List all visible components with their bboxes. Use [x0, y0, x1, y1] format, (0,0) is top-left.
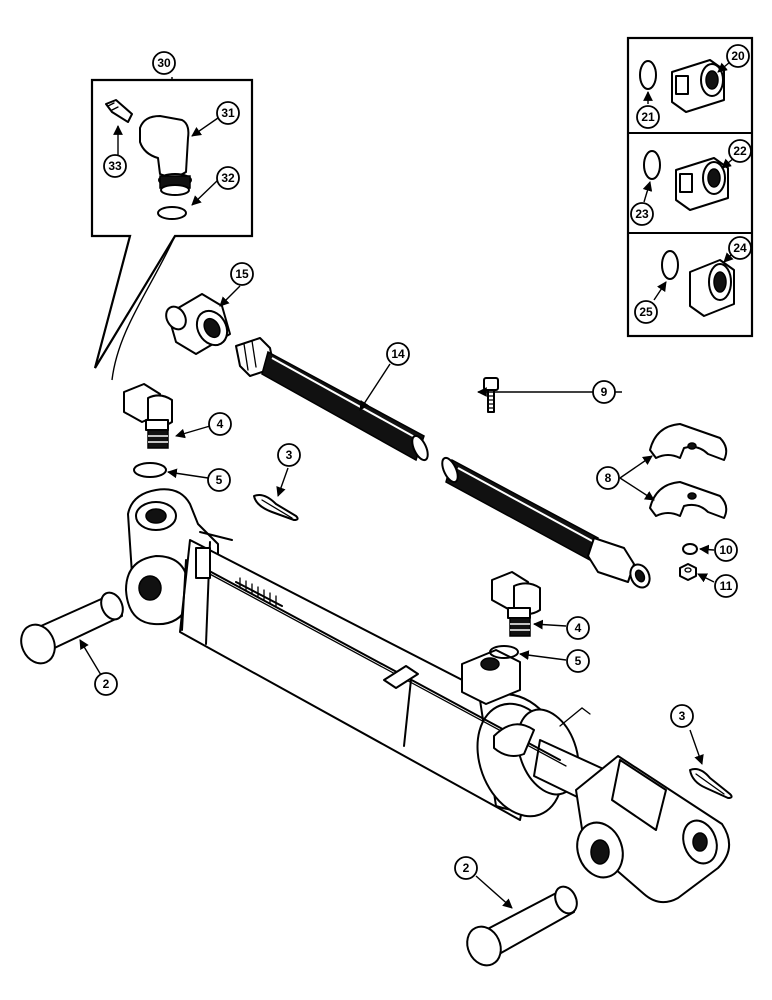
- part-14-tube: [235, 337, 651, 589]
- callout-24: 24: [728, 236, 752, 260]
- part-23-o-ring: [643, 150, 661, 180]
- svg-text:30: 30: [157, 56, 171, 70]
- part-15-fitting: [165, 293, 231, 355]
- part-5-o-ring-upper: [133, 462, 167, 478]
- svg-text:9: 9: [601, 385, 608, 399]
- part-31-elbow: [139, 115, 192, 196]
- part-5-o-ring-lower: [489, 645, 519, 659]
- part-3-cotter-pin-lower: [689, 768, 733, 799]
- svg-text:2: 2: [463, 861, 470, 875]
- callout-14: 14: [386, 342, 410, 366]
- part-10-washer: [682, 543, 698, 555]
- inset-fitting-set: [626, 36, 754, 338]
- callout-23: 23: [630, 202, 654, 226]
- callout-3-upper: 3: [277, 443, 301, 467]
- part-4-elbow-upper: [123, 383, 173, 449]
- part-24-fitting: [689, 259, 735, 317]
- svg-text:4: 4: [575, 621, 582, 635]
- svg-text:3: 3: [286, 448, 293, 462]
- part-3-cotter-pin-upper: [253, 494, 299, 521]
- svg-text:10: 10: [719, 543, 733, 557]
- callout-4-upper: 4: [208, 412, 232, 436]
- svg-text:20: 20: [731, 49, 745, 63]
- callout-11: 11: [714, 574, 738, 598]
- svg-text:4: 4: [217, 417, 224, 431]
- hydraulic-cylinder: [125, 488, 730, 904]
- part-9-bolt: [483, 377, 499, 413]
- svg-text:32: 32: [221, 171, 235, 185]
- callout-33: 33: [103, 154, 127, 178]
- svg-text:8: 8: [605, 471, 612, 485]
- svg-text:24: 24: [733, 241, 747, 255]
- svg-text:15: 15: [235, 267, 249, 281]
- svg-text:5: 5: [216, 473, 223, 487]
- svg-text:31: 31: [221, 106, 235, 120]
- callout-9: 9: [592, 380, 616, 404]
- part-25-o-ring: [661, 250, 679, 280]
- part-8-clamps: [649, 423, 728, 519]
- svg-text:11: 11: [720, 579, 733, 593]
- callout-3-lower: 3: [670, 704, 694, 728]
- callout-15: 15: [230, 262, 254, 286]
- callout-22: 22: [728, 139, 752, 163]
- inset-elbow-kit: [90, 77, 254, 369]
- callout-5-lower: 5: [566, 649, 590, 673]
- callout-25: 25: [634, 300, 658, 324]
- svg-text:23: 23: [635, 207, 649, 221]
- callout-2-right: 2: [454, 856, 478, 880]
- svg-text:21: 21: [641, 110, 655, 124]
- callout-4-lower: 4: [566, 616, 590, 640]
- svg-text:25: 25: [639, 305, 653, 319]
- part-21-o-ring: [639, 60, 657, 90]
- callout-32: 32: [216, 166, 240, 190]
- part-33-adapter: [105, 99, 133, 123]
- part-4-elbow-lower: [491, 571, 541, 637]
- part-11-nut: [679, 563, 697, 581]
- part-22-fitting: [675, 157, 729, 211]
- svg-text:2: 2: [103, 677, 110, 691]
- callout-8: 8: [596, 466, 620, 490]
- callout-5-upper: 5: [207, 468, 231, 492]
- callout-21: 21: [636, 105, 660, 129]
- svg-text:22: 22: [733, 144, 747, 158]
- svg-text:14: 14: [391, 347, 405, 361]
- callout-2-left: 2: [94, 672, 118, 696]
- part-32-o-ring: [157, 206, 187, 220]
- svg-text:5: 5: [575, 654, 582, 668]
- svg-text:33: 33: [108, 159, 122, 173]
- part-20-fitting: [671, 59, 725, 113]
- part-2-pin-left: [20, 591, 124, 665]
- callout-10: 10: [714, 538, 738, 562]
- callout-31: 31: [216, 101, 240, 125]
- part-2-pin-right: [466, 885, 578, 967]
- callout-30: 30: [152, 51, 176, 75]
- callout-20: 20: [726, 44, 750, 68]
- svg-text:3: 3: [679, 709, 686, 723]
